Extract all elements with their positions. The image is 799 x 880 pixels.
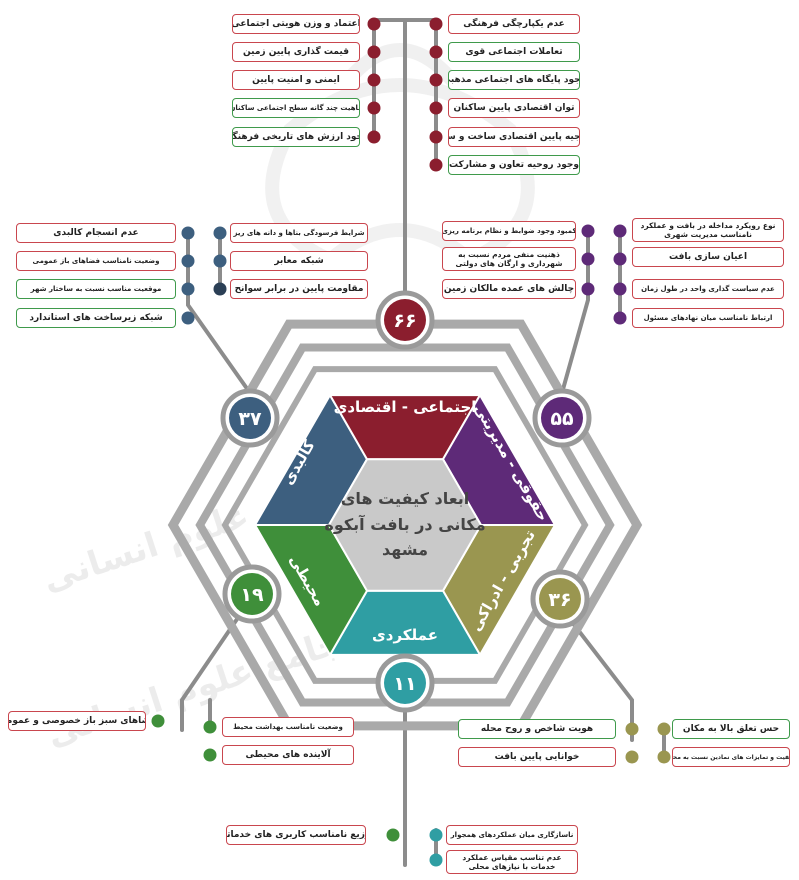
connector-dot xyxy=(367,17,381,31)
item-top-right-4: توان اقتصادی پایین ساکنان xyxy=(448,98,580,118)
connector-dot xyxy=(203,748,217,762)
item-mid-left-outer-1: عدم انسجام کالبدی xyxy=(16,223,176,243)
connector-dot xyxy=(613,311,627,325)
badge-value: ۳۶ xyxy=(548,589,571,611)
connector-dot xyxy=(613,252,627,266)
connector-dot xyxy=(181,226,195,240)
item-top-left-4: ماهیت چند گانه سطح اجتماعی ساکنان xyxy=(232,98,360,118)
item-top-left-2: قیمت گذاری پایین زمین xyxy=(232,42,360,62)
item-mid-left-outer-2: وضعیت نامناسب فضاهای باز عمومی xyxy=(16,251,176,271)
connector-dot xyxy=(429,17,443,31)
item-top-right-1: عدم یکپارچگی فرهنگی xyxy=(448,14,580,34)
item-low-right-outer-1: حس تعلق بالا به مکان xyxy=(672,719,790,739)
connector-dot xyxy=(151,714,165,728)
connector-dot xyxy=(429,101,443,115)
connector-dot xyxy=(367,101,381,115)
item-low-right-inner-2: خوانایی پایین بافت xyxy=(458,747,616,767)
item-top-right-6: وجود روحیه تعاون و مشارکت xyxy=(448,155,580,175)
item-top-right-5: توجیه پایین اقتصادی ساخت و ساز xyxy=(448,127,580,147)
connector-dot xyxy=(625,722,639,736)
item-mid-left-inner-1: شرایط فرسودگی بناها و دانه های ریز xyxy=(230,223,368,243)
badge-right-lower: ۳۶ xyxy=(530,569,590,629)
item-low-left-inner-2: آلاینده های محیطی xyxy=(222,745,354,765)
connector-dot xyxy=(581,282,595,296)
connector-dot xyxy=(213,282,227,296)
segment-label-functional: عملکردی xyxy=(372,626,438,644)
badge-value: ۳۷ xyxy=(238,408,262,430)
connector-dot xyxy=(429,45,443,59)
badge-value: ۱۱ xyxy=(393,673,416,695)
segment-label-socio: اجتماعی - اقتصادی xyxy=(334,398,477,416)
center-title: ابعاد کیفیت های مکانی در بافت آبکوه مشهد xyxy=(324,489,485,559)
badge-value: ۱۹ xyxy=(240,584,264,606)
connector-dot xyxy=(213,226,227,240)
item-bottom-left-1: توزیع نامناسب کاربری های خدماتی xyxy=(226,825,366,845)
item-top-left-5: وجود ارزش های تاریخی فرهنگی xyxy=(232,127,360,147)
badge-top: ۶۶ xyxy=(375,290,435,350)
item-mid-right-outer-3: عدم سیاست گذاری واحد در طول زمان xyxy=(632,279,784,299)
badge-left-upper: ۳۷ xyxy=(220,388,280,448)
item-mid-right-outer-4: ارتباط نامناسب میان نهادهای مسئول xyxy=(632,308,784,328)
connector-dot xyxy=(429,158,443,172)
connector-dot xyxy=(581,252,595,266)
item-bottom-right-1: ناسازگاری میان عملکردهای همجوار xyxy=(446,825,578,845)
connector-dot xyxy=(429,130,443,144)
connector-dot xyxy=(181,254,195,268)
connector-dot xyxy=(613,224,627,238)
badge-value: ۵۵ xyxy=(550,408,574,430)
badge-left-lower: ۱۹ xyxy=(222,564,282,624)
item-mid-left-outer-4: شبکه زیرساخت های استاندارد xyxy=(16,308,176,328)
item-mid-left-inner-2: شبکه معابر xyxy=(230,251,368,271)
connector-dot xyxy=(613,282,627,296)
connector-dot xyxy=(386,828,400,842)
item-low-right-outer-2: کیفیت و تمایزات های نمادین نسبت به محله xyxy=(672,747,790,767)
item-mid-right-outer-2: اعیان سازی بافت xyxy=(632,247,784,267)
item-top-right-2: تعاملات اجتماعی قوی xyxy=(448,42,580,62)
center-line-1: ابعاد کیفیت های xyxy=(341,489,469,508)
item-bottom-right-2: عدم تناسب مقیاس عملکرد خدمات با نیازهای … xyxy=(446,850,578,874)
item-top-right-3: وجود پایگاه های اجتماعی مذهبی xyxy=(448,70,580,90)
connector-dot xyxy=(429,73,443,87)
connector-dot xyxy=(367,45,381,59)
badge-value: ۶۶ xyxy=(393,310,416,332)
connector-dots xyxy=(151,17,671,867)
connector-dot xyxy=(581,224,595,238)
item-mid-right-inner-1: کمبود وجود ضوابط و نظام برنامه ریزی xyxy=(442,221,576,241)
center-core xyxy=(327,458,483,592)
connector-dot xyxy=(213,254,227,268)
connector-dot xyxy=(429,853,443,867)
connector-dot xyxy=(429,828,443,842)
item-top-left-1: اعتماد و وزن هویتی اجتماعی xyxy=(232,14,360,34)
item-mid-right-outer-1: نوع رویکرد مداخله در بافت و عملکرد نامنا… xyxy=(632,218,784,242)
count-badges: ۶۶ ۵۵ ۳۷ ۳۶ ۱۹ ۱۱ xyxy=(220,290,592,713)
connector-dot xyxy=(367,73,381,87)
badge-bottom: ۱۱ xyxy=(375,653,435,713)
item-mid-right-inner-3: چالش های عمده مالکان زمین xyxy=(442,279,576,299)
connector-dot xyxy=(181,282,195,296)
connector-dot xyxy=(367,130,381,144)
item-mid-left-outer-3: موقعیت مناسب نسبت به ساختار شهر xyxy=(16,279,176,299)
item-mid-right-inner-2: ذهنیت منفی مردم نسبت به شهرداری و ارگان … xyxy=(442,247,576,271)
item-low-left-inner-1: وضعیت نامناسب بهداشت محیط xyxy=(222,717,354,737)
badge-right-upper: ۵۵ xyxy=(532,388,592,448)
connector-dot xyxy=(625,750,639,764)
center-line-2: مکانی در بافت آبکوه xyxy=(324,514,485,534)
item-mid-left-inner-3: مقاومت پایین در برابر سوانح xyxy=(230,279,368,299)
item-top-left-3: ایمنی و امنیت پایین xyxy=(232,70,360,90)
connector-dot xyxy=(657,750,671,764)
connector-dot xyxy=(657,722,671,736)
connector-dot xyxy=(181,311,195,325)
connector-dot xyxy=(203,720,217,734)
item-low-left-outer-1: فضاهای سبز باز خصوصی و عمومی xyxy=(8,711,146,731)
item-low-right-inner-1: هویت شاخص و روح محله xyxy=(458,719,616,739)
center-line-3: مشهد xyxy=(382,540,428,559)
hex-segments xyxy=(253,393,557,657)
